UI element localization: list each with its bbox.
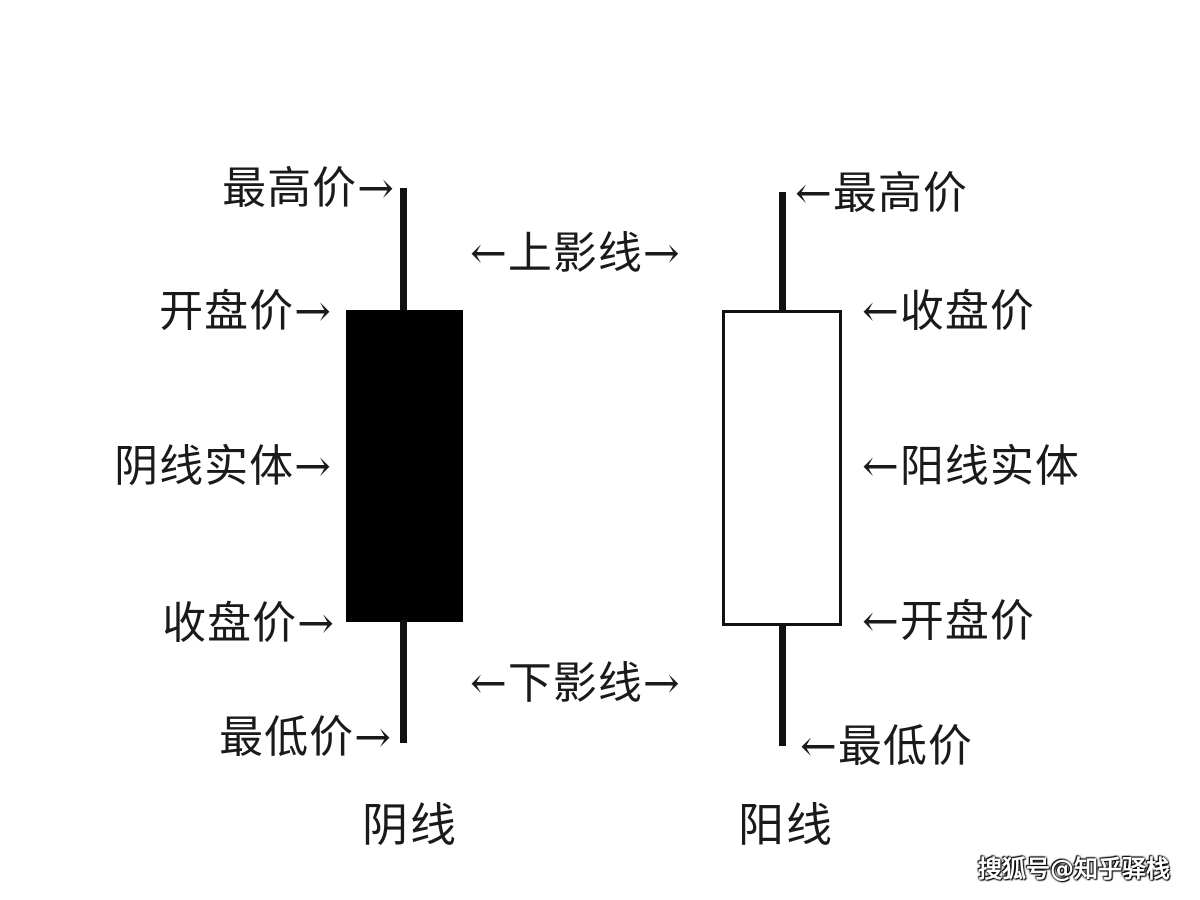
bearish-high-label: 最高价→ [222, 163, 395, 214]
bearish-low-label: 最低价→ [219, 712, 392, 763]
bullish-close-label: ←收盘价 [862, 286, 1035, 337]
bearish-upper-wick [400, 188, 407, 312]
bullish-open-label: ←开盘价 [862, 596, 1035, 647]
bearish-title: 阴线 [362, 798, 458, 852]
bullish-title: 阳线 [738, 798, 834, 852]
upper-shadow-label: ←上影线→ [470, 228, 681, 279]
watermark-text: 搜狐号@知乎驿栈 [978, 855, 1170, 883]
bearish-open-label: 开盘价→ [159, 286, 332, 337]
bearish-lower-wick [400, 620, 407, 743]
bullish-body [722, 310, 842, 626]
bearish-body [346, 310, 463, 622]
lower-shadow-label: ←下影线→ [470, 658, 681, 709]
bullish-upper-wick [779, 192, 786, 314]
bullish-lower-wick [779, 624, 786, 746]
bearish-body-label: 阴线实体→ [114, 441, 332, 492]
bullish-body-label: ←阳线实体 [862, 441, 1080, 492]
bullish-high-label: ←最高价 [795, 168, 968, 219]
bullish-low-label: ←最低价 [800, 721, 973, 772]
bearish-close-label: 收盘价→ [162, 598, 335, 649]
